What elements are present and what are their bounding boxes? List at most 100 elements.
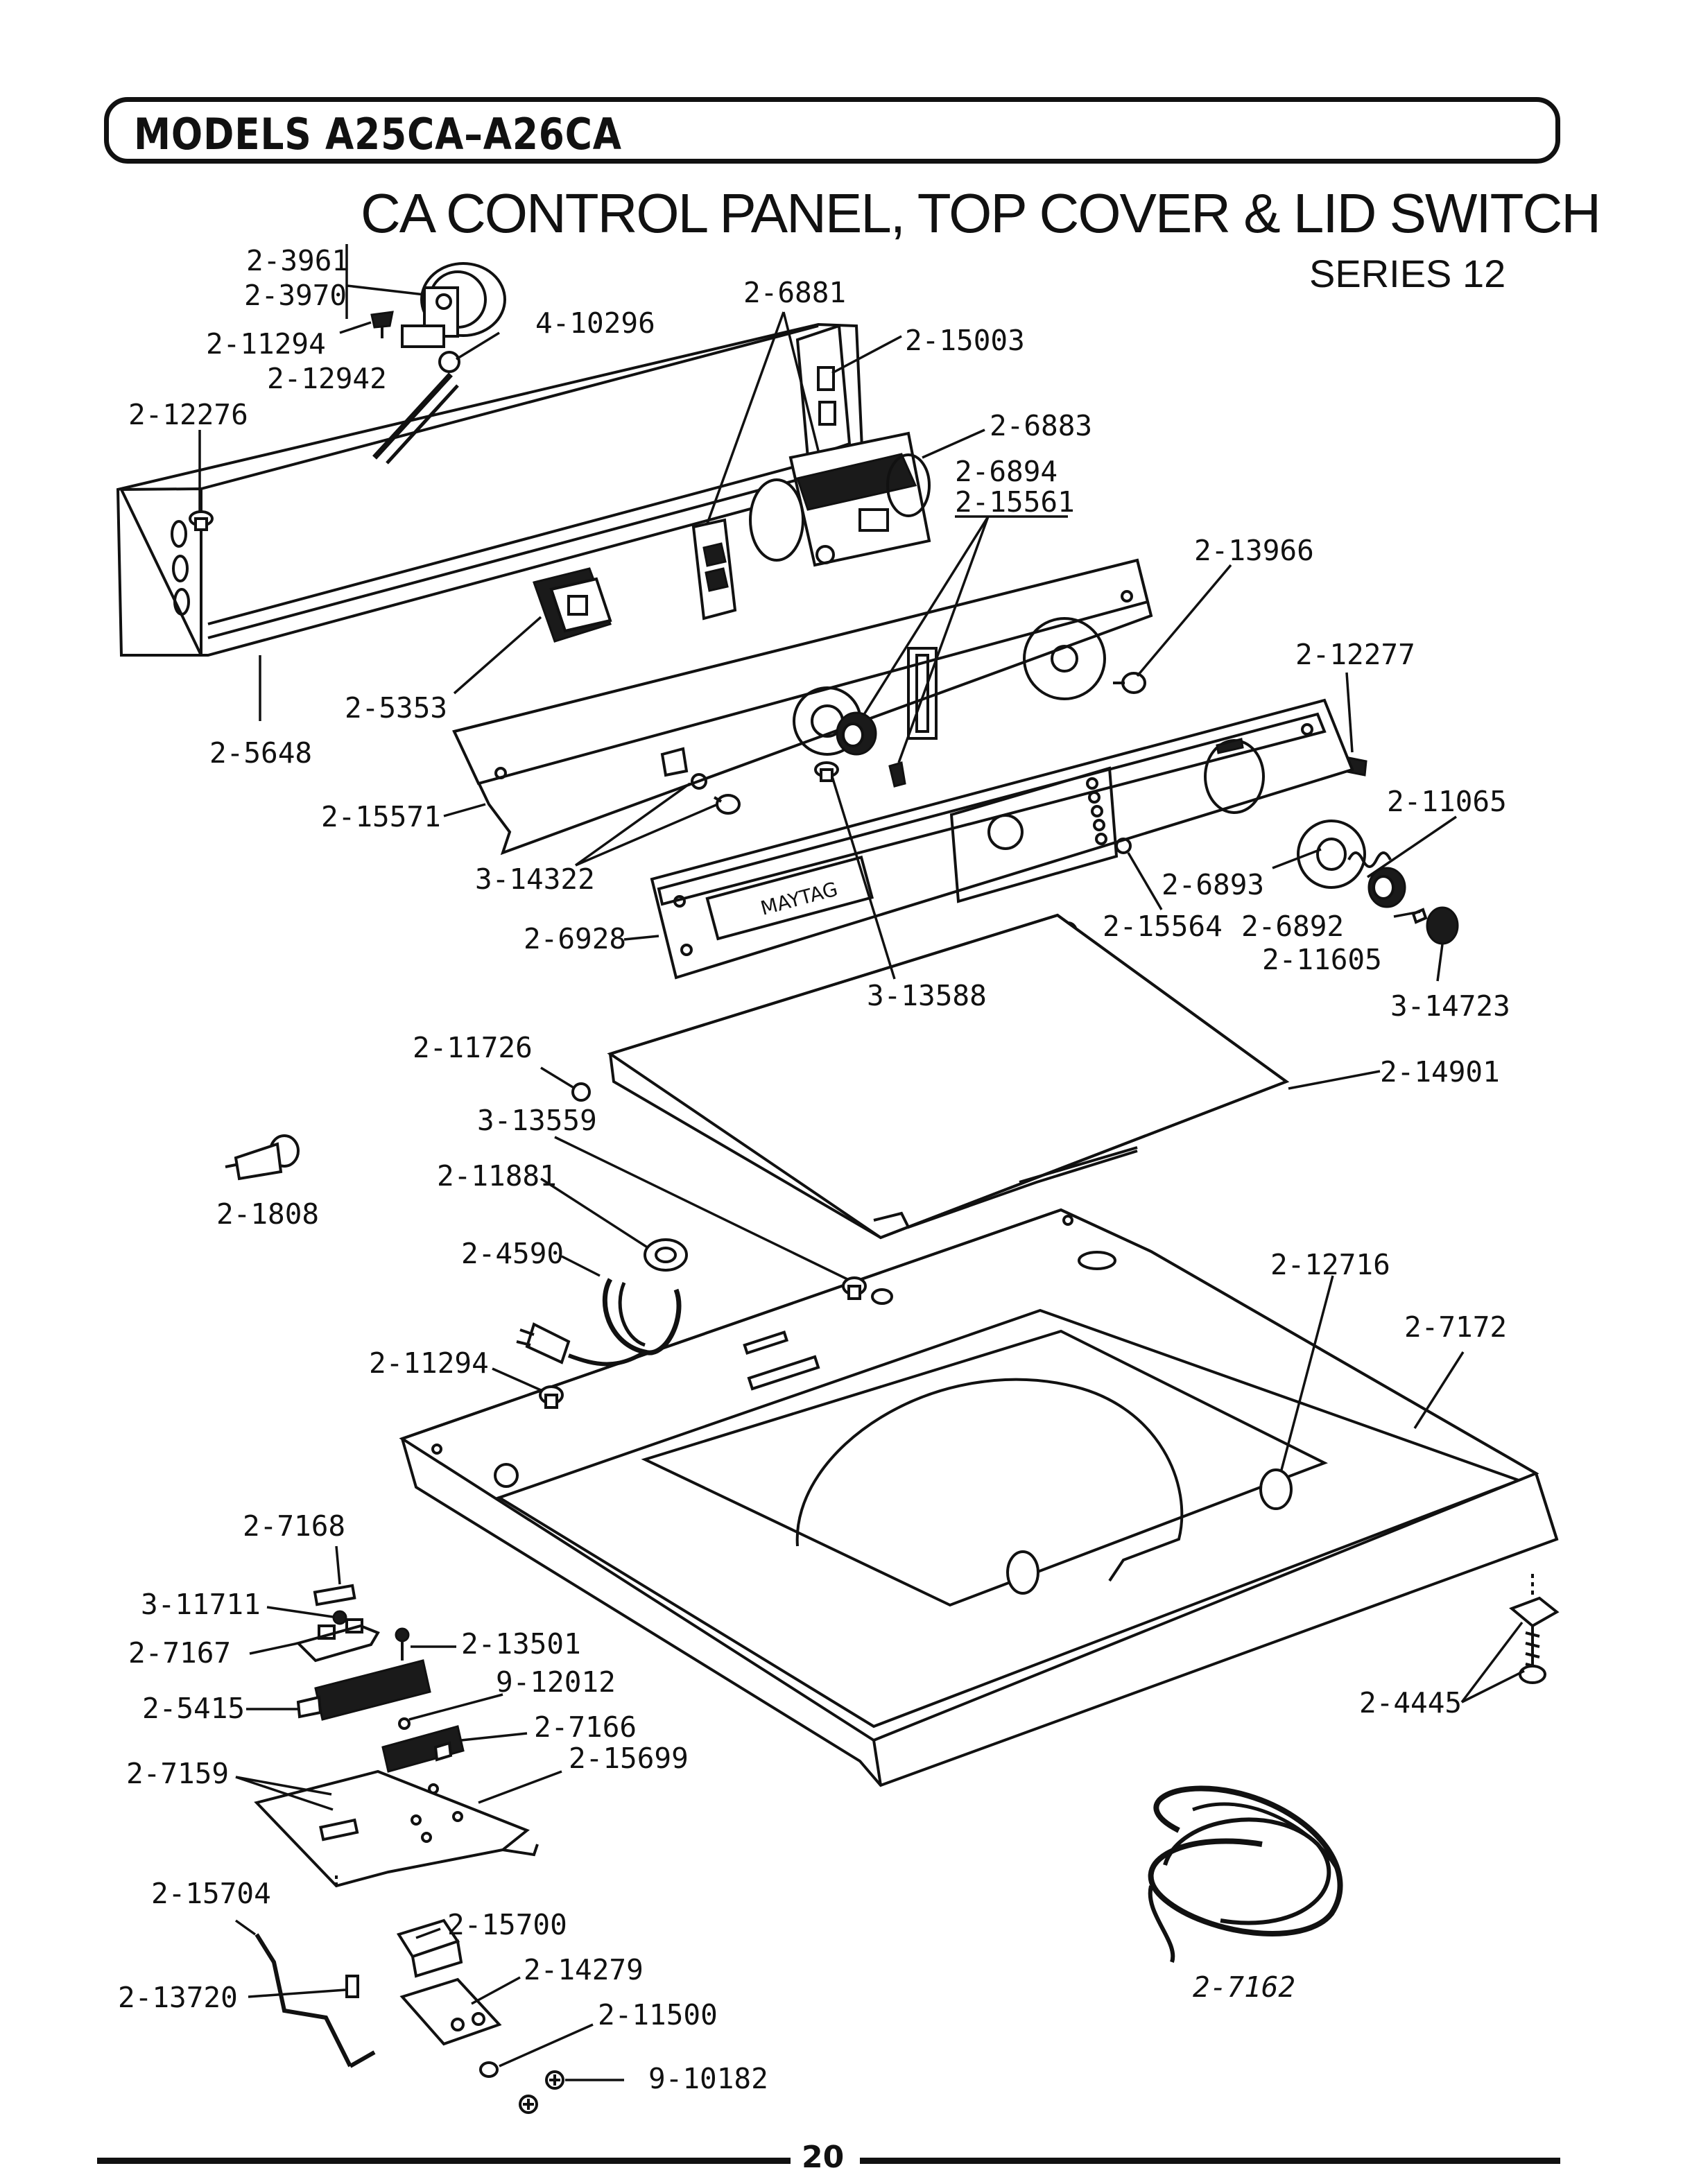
callout-4-10296: 4-10296 [535,306,655,340]
callout-2-7168: 2-7168 [243,1509,345,1543]
screw-11711 [332,1610,347,1625]
switch-housing-14279 [399,1977,502,2046]
screw-12276 [189,510,214,531]
callout-2-11881: 2-11881 [437,1159,557,1193]
screw-11294-top [370,311,394,338]
screw-14322 [691,773,741,815]
actuator-rod-15704 [254,1933,376,2068]
footer-rule-left [97,2158,791,2164]
screw-12012 [398,1717,411,1730]
callout-2-11294-lower: 2-11294 [369,1346,489,1380]
callout-2-6883: 2-6883 [990,409,1092,442]
callout-2-11294-top: 2-11294 [206,327,326,361]
callout-2-14279: 2-14279 [524,1953,644,1986]
callout-2-7166: 2-7166 [534,1710,637,1744]
switch-knob-15561 [836,711,906,788]
callout-2-13720: 2-13720 [118,1981,238,2014]
callout-3-11711: 3-11711 [141,1588,261,1621]
callout-2-5648: 2-5648 [209,736,312,770]
callout-2-15571: 2-15571 [321,800,441,833]
callout-2-6928: 2-6928 [524,922,626,955]
bracket-15700 [396,1918,463,1978]
callout-2-13966: 2-13966 [1194,534,1314,567]
power-cord-4590 [516,1278,682,1367]
wire-12942 [372,372,459,465]
callout-2-7167: 2-7167 [128,1636,231,1670]
callout-2-11726: 2-11726 [413,1031,533,1064]
models-header-box: MODELS A25CA–A26CA [104,97,1560,164]
callout-2-15003: 2-15003 [905,324,1025,357]
screw-11294-lower [539,1385,564,1409]
callout-2-6892: 2-6892 [1241,910,1344,943]
retaining-ring-10296 [438,351,460,373]
front-panel-6928 [650,698,1354,980]
callout-2-7172: 2-7172 [1404,1310,1507,1344]
callout-9-12012: 9-12012 [496,1665,616,1699]
switch-7166 [381,1725,465,1773]
control-panel-15571 [452,558,1153,856]
hinge-4445 [1509,1574,1560,1684]
bracket-7167 [295,1618,380,1663]
lamp-1808 [225,1134,300,1181]
callout-2-14901: 2-14901 [1380,1055,1500,1089]
callout-2-3970: 2-3970 [244,279,347,312]
timer-6883 [749,431,931,567]
models-header-title: MODELS A25CA–A26CA [134,109,622,159]
callout-9-10182: 9-10182 [648,2062,768,2095]
selector-switch-5353 [533,567,612,643]
callout-2-5415: 2-5415 [142,1692,245,1725]
screw-13559 [842,1276,867,1300]
console-housing [116,322,865,657]
lid-14901 [607,913,1290,1240]
switch-6881 [691,518,737,621]
callout-2-7162: 2-7162 [1193,1970,1295,2004]
callout-2-12277: 2-12277 [1295,638,1415,671]
leader-lines [198,244,1525,2081]
callout-2-12716: 2-12716 [1270,1248,1390,1281]
callout-2-6893: 2-6893 [1162,868,1264,901]
screw-13501 [395,1627,410,1661]
callout-2-6894: 2-6894 [955,455,1058,488]
callout-2-5353: 2-5353 [345,691,447,725]
page-number: 20 [802,2140,845,2175]
page-title: CA CONTROL PANEL, TOP COVER & LID SWITCH [361,182,1601,244]
callout-3-13559: 3-13559 [477,1104,597,1137]
spring-13720 [345,1975,359,1998]
lid-bumper-11726 [571,1082,591,1102]
callout-labels: 2-3961 2-3970 2-11294 4-10296 2-12942 2-… [118,244,1510,2095]
grommet-11881 [644,1238,688,1272]
callout-2-15700: 2-15700 [447,1908,567,1941]
callout-3-14322: 3-14322 [475,863,595,896]
callout-2-6881: 2-6881 [743,276,846,309]
screw-13966 [1113,672,1146,694]
callout-2-7159: 2-7159 [126,1757,229,1790]
bracket-15699 [254,1769,539,1888]
callout-2-4590: 2-4590 [461,1237,564,1270]
lamp-socket-13588 [814,761,839,782]
callout-2-4445: 2-4445 [1359,1686,1462,1719]
washer-11500 [479,2061,499,2078]
switch-5415 [296,1659,431,1721]
fuse-7168 [313,1584,356,1606]
callout-2-11500: 2-11500 [598,1998,718,2031]
wire-harness-7162 [1148,1785,1343,1963]
callout-2-15704: 2-15704 [151,1877,271,1910]
callout-2-11065: 2-11065 [1387,785,1507,818]
callout-2-13501: 2-13501 [461,1627,581,1661]
series-label: SERIES 12 [1309,252,1506,295]
screws-10182 [519,2070,564,2114]
callout-2-15561: 2-15561 [955,485,1075,519]
callout-2-11605: 2-11605 [1262,943,1382,976]
push-button-15564 [1115,838,1132,854]
callout-2-1808: 2-1808 [216,1197,319,1231]
callout-3-13588: 3-13588 [867,979,987,1012]
knob-assembly [1297,820,1459,945]
callout-2-15564: 2-15564 [1103,910,1223,943]
callout-2-12276: 2-12276 [128,398,248,431]
callout-2-3961: 2-3961 [246,244,349,277]
timer-motor [401,262,506,348]
callout-3-14723: 3-14723 [1390,989,1510,1023]
callout-2-12942: 2-12942 [267,362,387,395]
footer-rule-right [860,2158,1560,2164]
